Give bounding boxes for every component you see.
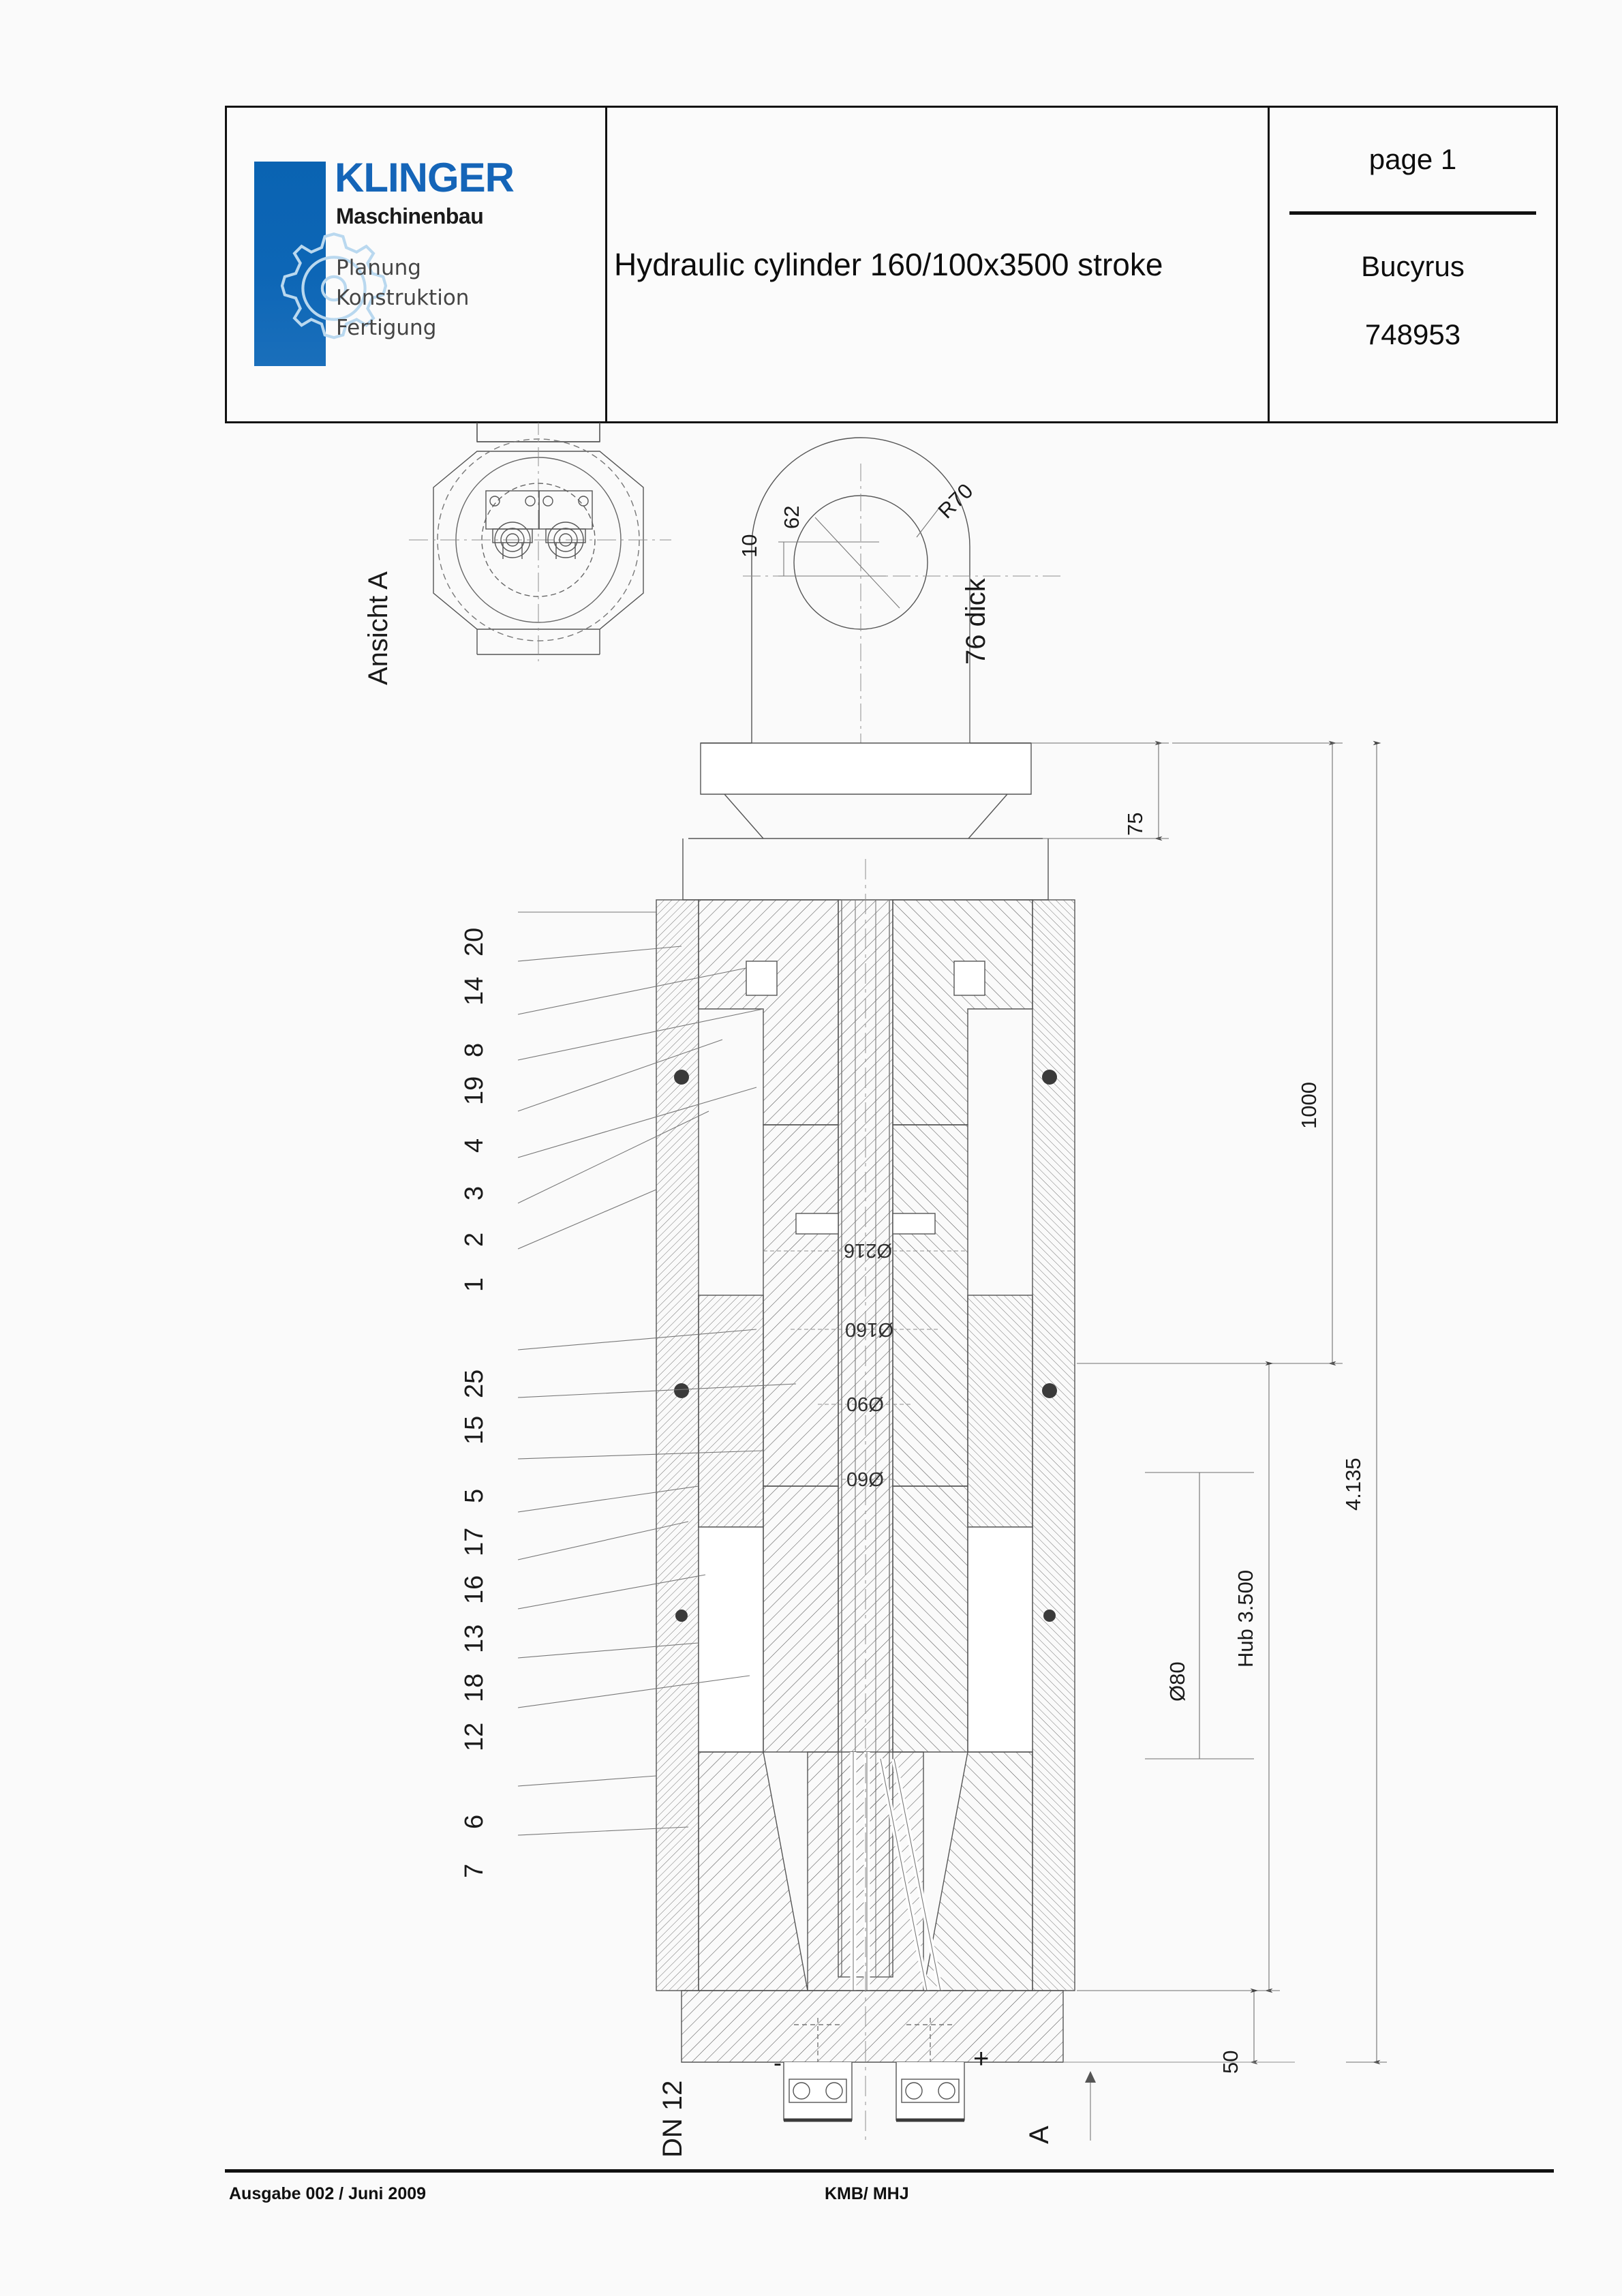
dim-internal-diameter-3: Ø60 [846,1468,884,1490]
title-block-divider [1289,211,1536,215]
dim-stroke: Hub 3.500 [1234,1569,1257,1667]
item-balloon-7: 7 [460,1863,489,1878]
item-balloon-5: 5 [460,1488,489,1503]
note-eye-thickness: 76 dick [961,578,991,665]
item-balloon-14: 14 [460,976,489,1006]
rod-eye-view [743,437,1063,764]
item-balloon-20: 20 [460,927,489,956]
item-balloon-18: 18 [460,1673,489,1702]
dim-eye-offset: 10 [737,534,761,558]
dim-internal-diameter-0: Ø216 [844,1239,892,1261]
item-balloon-4: 4 [460,1138,489,1153]
item-balloon-1: 1 [460,1277,489,1292]
customer-name: Bucyrus [1361,250,1465,282]
logo-cell: KLINGER Maschinenbau Planung Konstruktio… [227,108,607,421]
cylinder-body-section [656,859,1075,2141]
item-balloon-6: 6 [460,1814,489,1829]
title-cell: Hydraulic cylinder 160/100x3500 stroke [607,108,1270,421]
item-balloon-8: 8 [460,1042,489,1057]
dim-internal-diameter-1: Ø160 [845,1318,893,1340]
item-balloon-15: 15 [460,1415,489,1445]
item-balloon-25: 25 [460,1369,489,1398]
logo-brand-text: KLINGER [335,155,515,200]
dim-overall-length: 4.135 [1341,1457,1365,1511]
item-balloon-19: 19 [460,1076,489,1105]
assembly-section-drawing [409,423,1387,2141]
item-balloon-13: 13 [460,1624,489,1653]
view-label-ansicht-a: Ansicht A [363,571,393,685]
bottom-port-right [896,2018,965,2122]
bottom-port-left [783,2018,853,2122]
port-marking-plus: + [973,2044,990,2074]
dim-base-height: 50 [1219,2050,1242,2074]
port-fitting-right [538,490,593,559]
dim-eye-bore: 62 [780,505,804,529]
item-balloon-2: 2 [460,1232,489,1247]
page-title: Hydraulic cylinder 160/100x3500 stroke [614,247,1163,282]
item-balloon-17: 17 [460,1527,489,1556]
drawing-number: 748953 [1364,318,1461,350]
logo-service-1: Planung [336,256,421,280]
klinger-logo: KLINGER Maschinenbau Planung Konstruktio… [254,152,581,377]
port-label-dn12: DN 12 [658,2080,688,2158]
logo-service-3: Fertigung [336,316,437,341]
item-balloon-16: 16 [460,1575,489,1604]
item-balloon-12: 12 [460,1722,489,1751]
footer-divider [225,2169,1554,2173]
section-arrow-label-a: A [1024,2126,1054,2144]
gear-icon [280,232,388,339]
dim-internal-diameter-2: Ø90 [846,1393,884,1415]
title-block: KLINGER Maschinenbau Planung Konstruktio… [225,106,1558,423]
logo-services: Planung Konstruktion Fertigung [336,253,469,343]
footer-issue: Ausgabe 002 / Juni 2009 [229,2184,427,2203]
item-balloon-3: 3 [460,1185,489,1200]
page-number: page 1 [1368,143,1457,175]
technical-drawing: Ansicht A R70 62 10 76 dick 75 1000 Hub … [0,423,1622,2158]
view-a-end-view [409,423,671,661]
dim-rod-diameter: Ø80 [1165,1661,1189,1702]
item-leader-lines [517,911,797,1836]
logo-service-2: Konstruktion [336,286,470,311]
dimension-lines [763,740,1387,2141]
port-marking-minus: - [774,2049,782,2076]
logo-subbrand-text: Maschinenbau [336,204,484,228]
dim-eye-height: 75 [1123,812,1147,836]
title-block-right: page 1 Bucyrus 748953 [1270,108,1556,421]
dim-head-length: 1000 [1297,1082,1321,1129]
footer-initials: KMB/ MHJ [825,2184,909,2203]
port-fitting-left [485,490,540,559]
